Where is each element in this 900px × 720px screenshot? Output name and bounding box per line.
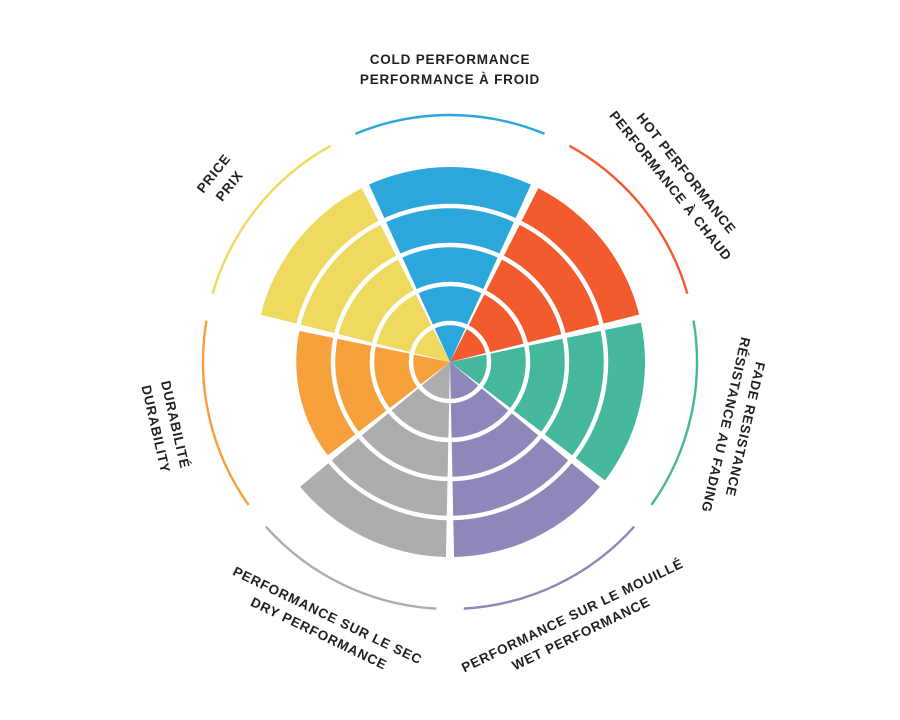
outer-arc-dry-performance (264, 525, 437, 610)
ring-separator-2 (369, 281, 531, 443)
outer-arc-fade-resistance (650, 320, 699, 506)
ring-separator-3 (330, 242, 570, 482)
wedge-cold-performance (369, 166, 531, 362)
outer-arc-durability (201, 320, 250, 506)
ring-separator-4 (291, 203, 609, 521)
outer-arc-wet-performance (463, 525, 636, 610)
outer-arc-cold-performance (354, 113, 546, 135)
outer-arc-price (211, 144, 332, 295)
outer-arc-hot-performance (568, 144, 689, 295)
wedge-wet-performance (450, 362, 600, 557)
ring-separator-1 (408, 320, 492, 404)
wedge-fade-resistance (450, 322, 645, 481)
wedge-hot-performance (450, 188, 640, 362)
wedge-price (260, 188, 450, 362)
wedge-dry-performance (300, 362, 450, 557)
